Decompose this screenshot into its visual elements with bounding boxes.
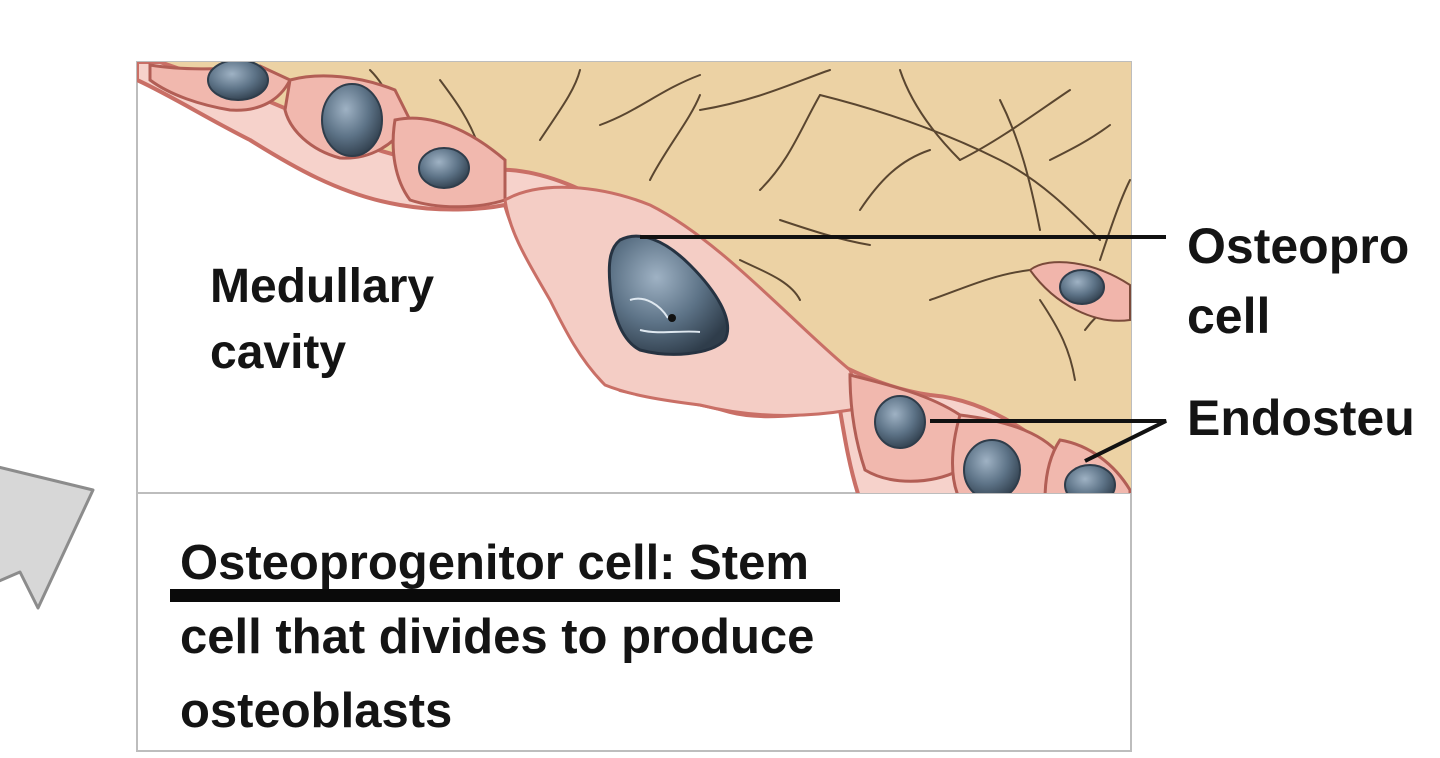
label-medullary-cavity: Medullary cavity — [210, 254, 434, 386]
leader-endosteum — [930, 419, 1167, 463]
caption-line3: osteoblasts — [180, 684, 453, 738]
osteoprogenitor-nucleus — [607, 234, 730, 356]
bone-matrix — [160, 62, 1131, 493]
caption-line1-rest: Stem — [675, 536, 809, 590]
caption-text: Osteoprogenitor cell: Stem cell that div… — [180, 526, 1110, 748]
term-underline — [170, 589, 840, 602]
nucleus-5 — [963, 439, 1021, 493]
nucleolus — [668, 314, 676, 322]
nucleus-highlight — [629, 297, 701, 334]
label-osteoprogenitor-line1: Osteopro — [1187, 218, 1410, 274]
nucleus-6 — [1064, 464, 1116, 493]
nucleus-1 — [207, 62, 269, 101]
pointer-arrow — [0, 465, 95, 610]
label-medullary-line1: Medullary — [210, 260, 435, 313]
caption-panel — [136, 492, 1132, 752]
label-osteoprogenitor-line2: cell — [1187, 288, 1271, 344]
caption-line2: cell that divides to produce — [180, 610, 815, 664]
nucleus-3 — [418, 147, 470, 189]
nucleus-2 — [321, 83, 383, 157]
bone-canaliculi — [369, 69, 1131, 381]
caption-term: Osteoprogenitor cell: — [180, 536, 676, 590]
nucleus-4 — [874, 395, 926, 449]
label-medullary-line2: cavity — [210, 326, 347, 379]
caption-line1: Osteoprogenitor cell: Stem — [180, 526, 1110, 600]
label-endosteum: Endosteu — [1187, 390, 1415, 446]
osteocyte-nucleus — [1059, 269, 1105, 305]
